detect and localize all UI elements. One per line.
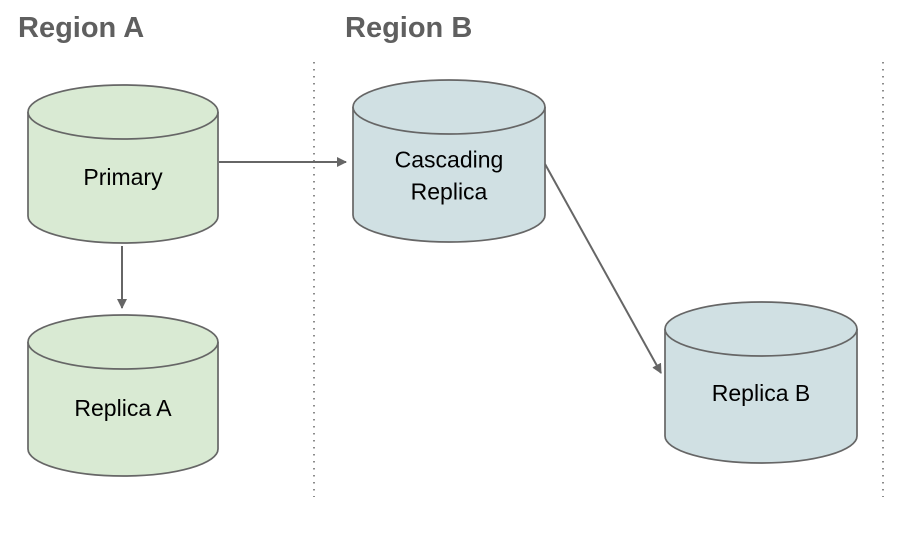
- node-cascading-replica-shape: [352, 79, 546, 243]
- node-primary-shape: [27, 84, 219, 244]
- database-cylinder-top: [27, 314, 219, 370]
- database-cylinder-body: [352, 107, 546, 243]
- database-cylinder-body: [664, 329, 858, 464]
- region-b-label: Region B: [345, 12, 473, 44]
- database-cylinder-body: [27, 112, 219, 244]
- database-cylinder-top: [664, 301, 858, 357]
- database-cylinder-top: [27, 84, 219, 140]
- node-replica-a-label: Replica A: [74, 395, 172, 422]
- node-cascading-replica-label: Cascading Replica: [394, 146, 504, 204]
- node-replica-b-shape: [664, 301, 858, 464]
- node-replica-a-shape: [27, 314, 219, 477]
- database-cylinder-top: [352, 79, 546, 135]
- edge-cascading-replica-to-replica-b: [544, 163, 662, 374]
- region-a-label: Region A: [18, 12, 145, 44]
- node-replica-b-label: Replica B: [711, 380, 811, 407]
- database-cylinder-body: [27, 342, 219, 477]
- node-primary-label: Primary: [83, 164, 163, 191]
